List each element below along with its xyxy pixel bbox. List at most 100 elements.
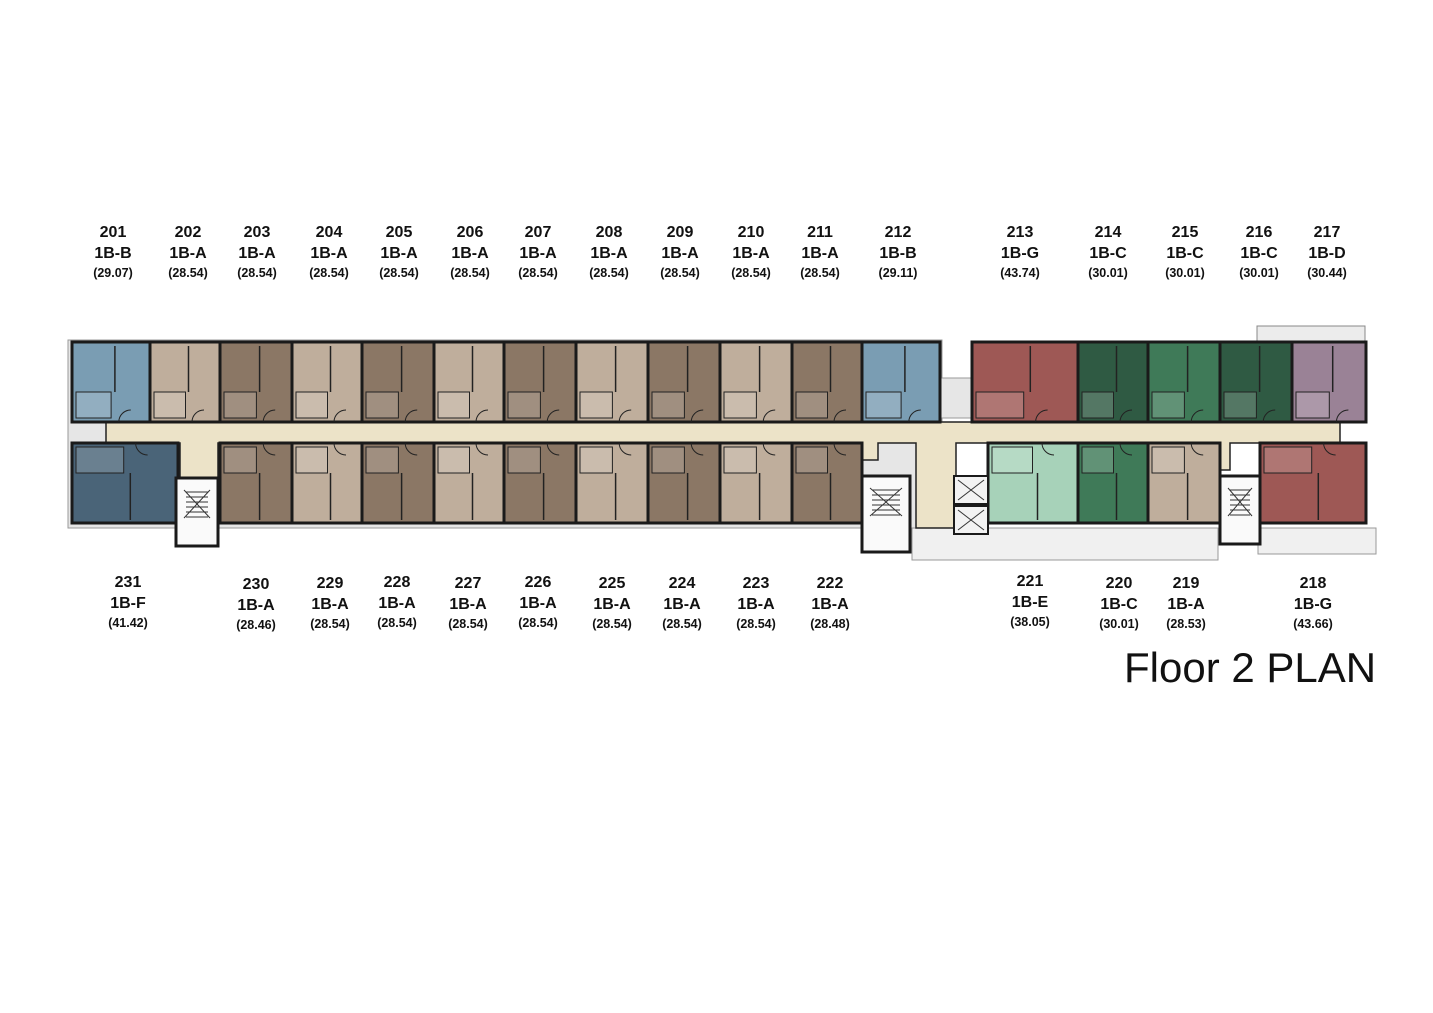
unit-type: 1B-G (1293, 596, 1333, 613)
door-swing-206 (475, 409, 489, 423)
unit-number: 218 (1299, 575, 1327, 592)
unit-number: 209 (666, 224, 694, 241)
unit-area: (28.54) (237, 266, 277, 280)
roof-balcony (1256, 325, 1366, 343)
bathroom-217 (1295, 391, 1330, 419)
lift-cross (957, 479, 985, 501)
unit-area: (28.54) (731, 266, 771, 280)
door-swing-226 (546, 442, 560, 456)
unit-number: 219 (1172, 575, 1200, 592)
door-swing-201 (118, 409, 131, 423)
unit-type: 1B-A (449, 596, 487, 613)
unit-number: 215 (1171, 224, 1199, 241)
bathroom-214 (1081, 391, 1114, 419)
unit-type: 1B-A (238, 245, 276, 262)
unit-number: 224 (668, 575, 696, 592)
unit-area: (30.01) (1088, 266, 1128, 280)
unit-area: (38.05) (1010, 615, 1050, 629)
unit-number: 203 (243, 224, 271, 241)
unit-type: 1B-C (1166, 245, 1204, 262)
bathroom-218 (1263, 446, 1313, 474)
unit-area: (30.01) (1099, 617, 1139, 631)
door-swing-217 (1335, 409, 1349, 423)
unit-area: (28.54) (377, 616, 417, 630)
unit-type: 1B-A (519, 595, 557, 612)
unit-area: (28.54) (450, 266, 490, 280)
unit-number: 212 (884, 224, 912, 241)
door-swing-224 (690, 442, 704, 456)
unit-number: 204 (315, 224, 343, 241)
stair-west (174, 476, 220, 548)
unit-number: 202 (174, 224, 202, 241)
unit-type: 1B-A (811, 596, 849, 613)
unit-area: (43.66) (1293, 617, 1333, 631)
bathroom-215 (1151, 391, 1185, 419)
stair-central-cross (869, 487, 903, 517)
unit-217 (1290, 340, 1368, 424)
unit-area: (28.46) (236, 618, 276, 632)
unit-number: 230 (242, 576, 270, 593)
unit-number: 210 (737, 224, 765, 241)
door-swing-209 (690, 409, 704, 423)
unit-number: 201 (99, 224, 127, 241)
unit-area: (28.54) (800, 266, 840, 280)
unit-area: (28.54) (592, 617, 632, 631)
unit-type: 1B-B (879, 245, 917, 262)
unit-type: 1B-D (1308, 245, 1346, 262)
unit-type: 1B-A (451, 245, 489, 262)
unit-type: 1B-A (732, 245, 770, 262)
bathroom-212 (865, 391, 902, 419)
bathroom-203 (223, 391, 257, 419)
door-swing-202 (191, 409, 205, 423)
door-swing-228 (404, 442, 418, 456)
door-swing-216 (1262, 409, 1276, 423)
bathroom-210 (723, 391, 757, 419)
unit-type: 1B-A (737, 596, 775, 613)
unit-number: 214 (1094, 224, 1122, 241)
unit-type: 1B-A (310, 245, 348, 262)
unit-area: (28.54) (660, 266, 700, 280)
bathroom-230 (223, 446, 257, 474)
unit-218 (1258, 441, 1368, 525)
unit-area: (28.54) (379, 266, 419, 280)
bathroom-216 (1223, 391, 1257, 419)
bathroom-228 (365, 446, 399, 474)
unit-area: (29.07) (93, 266, 133, 280)
bathroom-211 (795, 391, 828, 419)
unit-area: (30.01) (1239, 266, 1279, 280)
unit-label-203: 203 1B-A (28.54) (237, 222, 277, 282)
unit-number: 229 (316, 575, 344, 592)
unit-area: (28.54) (168, 266, 208, 280)
bathroom-219 (1151, 446, 1185, 474)
unit-area: (28.54) (310, 617, 350, 631)
unit-area: (28.54) (736, 617, 776, 631)
unit-type: 1B-B (94, 245, 132, 262)
unit-label-218: 218 1B-G (43.66) (1293, 573, 1333, 633)
corner-balcony (1257, 527, 1377, 555)
unit-213 (970, 340, 1080, 424)
unit-area: (28.54) (589, 266, 629, 280)
bathroom-223 (723, 446, 757, 474)
door-swing-222 (833, 442, 847, 456)
unit-type: 1B-A (663, 596, 701, 613)
unit-number: 225 (598, 575, 626, 592)
bathroom-231 (75, 446, 125, 474)
unit-number: 226 (524, 574, 552, 591)
bathroom-205 (365, 391, 399, 419)
lift-cross (957, 509, 985, 531)
bathroom-208 (579, 391, 613, 419)
